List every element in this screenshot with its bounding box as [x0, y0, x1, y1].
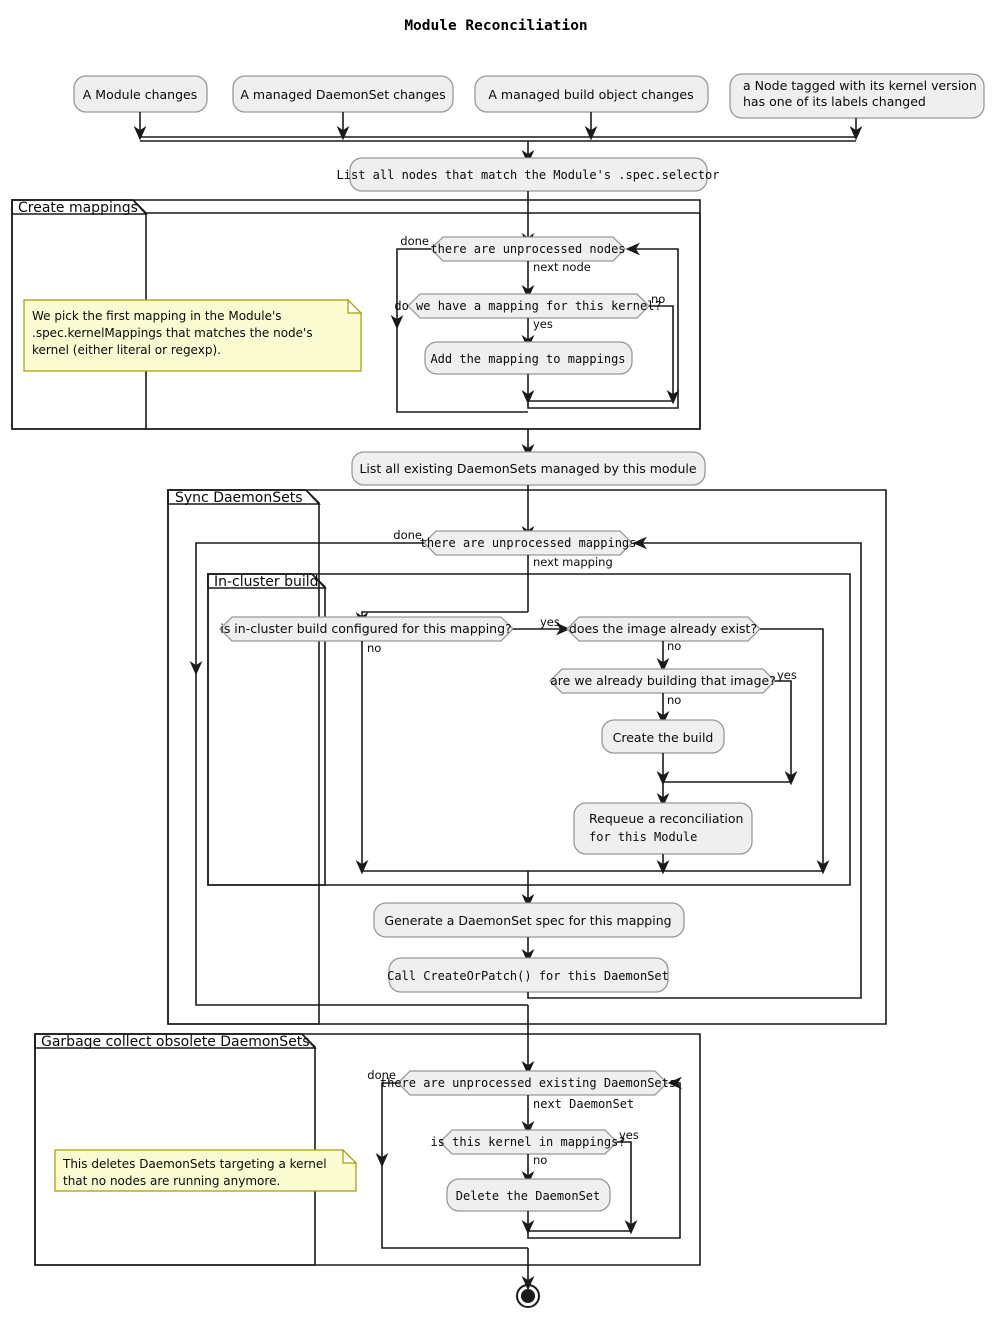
decision-build-configured-label: is in-cluster build configured for this … [220, 621, 511, 636]
edge-label-yes-mapping: yes [533, 317, 553, 331]
edge-done-nodes-1 [390, 248, 431, 330]
activity-end-node [516, 1284, 540, 1308]
decision-image-exists[interactable] [566, 616, 761, 642]
note-mapping-rule [23, 298, 363, 372]
decision-already-building-label: are we already building that image? [550, 673, 776, 688]
edge-done-mappings-2 [195, 668, 528, 1006]
group-sync-outer [167, 489, 887, 1025]
action-requeue-line2: for this Module [589, 830, 697, 844]
group-gc-tab [34, 1033, 317, 1049]
edge-yes-already-building [775, 680, 798, 786]
edge-loop-back-nodes [527, 242, 679, 409]
decision-image-exists-label: does the image already exist? [569, 621, 757, 636]
edge-label-no-building: no [667, 693, 681, 707]
start-daemonset-label: A managed DaemonSet changes [240, 87, 445, 102]
group-gc-title: Garbage collect obsolete DaemonSets [41, 1034, 310, 1050]
group-create-mappings-tab [11, 199, 148, 215]
start-node-label-change[interactable] [729, 73, 985, 119]
edge-label-no-build: no [367, 641, 381, 655]
group-sync-frame [167, 489, 320, 1025]
edge-label-next-daemonset: next DaemonSet [533, 1097, 634, 1111]
decision-build-configured[interactable] [219, 616, 514, 642]
edge-done-existing-2 [381, 1160, 528, 1249]
action-generate-spec[interactable] [373, 902, 685, 938]
action-add-mapping-label: Add the mapping to mappings [430, 352, 625, 366]
edge-label-next-node: next node [533, 260, 591, 274]
edge-yes-kernel [617, 1141, 638, 1235]
group-create-mappings-outer [11, 199, 701, 430]
edge-label-no-mapping: no [651, 292, 665, 306]
decision-kernel-in-mappings-label: is this kernel in mappings? [430, 1135, 625, 1149]
note-gc-explanation [54, 1148, 358, 1192]
page-title: Module Reconciliation [404, 18, 588, 34]
edge-label-yes-build: yes [540, 615, 560, 629]
action-requeue-line1: Requeue a reconciliation [589, 811, 743, 826]
note-mapping-line2: .spec.kernelMappings that matches the no… [32, 326, 313, 340]
action-list-nodes-label: List all nodes that match the Module's .… [337, 168, 720, 182]
decision-unprocessed-mappings-label: there are unprocessed mappings [420, 536, 637, 550]
edge-label-next-mapping: next mapping [533, 555, 613, 569]
start-module-label: A Module changes [83, 87, 197, 102]
decision-have-mapping[interactable] [407, 293, 650, 319]
start-labelchange-line2: has one of its labels changed [743, 94, 926, 109]
edge-label-no-kernel: no [533, 1153, 547, 1167]
edge-loop-back-mappings [527, 536, 862, 999]
decision-unprocessed-existing-label: there are unprocessed existing DaemonSet… [380, 1076, 676, 1090]
start-labelchange-line1: a Node tagged with its kernel version [743, 78, 977, 93]
edge-no-mapping [649, 305, 680, 405]
edge-loop-back-existing [527, 1076, 683, 1239]
note-mapping-line1: We pick the first mapping in the Module'… [32, 309, 282, 323]
note-gc-line2: that no nodes are running anymore. [63, 1174, 280, 1188]
edge-label-yes-building: yes [777, 668, 797, 682]
edge-label-done-existing: done [367, 1068, 396, 1082]
group-gc-outer [34, 1033, 701, 1266]
group-sync-title: Sync DaemonSets [175, 490, 303, 506]
decision-kernel-in-mappings[interactable] [439, 1129, 618, 1155]
edge-label-no-image: no [667, 639, 681, 653]
edge-done-mappings-1 [189, 542, 424, 676]
start-build-label: A managed build object changes [488, 87, 693, 102]
action-delete-daemonset-label: Delete the DaemonSet [456, 1189, 601, 1203]
edge-done-existing-1 [375, 1082, 398, 1168]
action-generate-spec-label: Generate a DaemonSet spec for this mappi… [384, 913, 671, 928]
group-build-title: In-cluster build [214, 574, 319, 590]
note-mapping-line3: kernel (either literal or regexp). [32, 343, 221, 357]
edge-done-nodes-2 [396, 322, 528, 413]
group-sync-tab [167, 489, 321, 505]
decision-unprocessed-nodes-label: there are unprocessed nodes [430, 242, 625, 256]
edge-label-done-nodes: done [400, 234, 429, 248]
group-create-mappings-title: Create mappings [18, 200, 138, 216]
edge-yes-image-exists [760, 628, 830, 875]
edge-label-done-mappings: done [393, 528, 422, 542]
action-create-or-patch-label: Call CreateOrPatch() for this DaemonSet [387, 969, 669, 983]
group-build-tab [207, 573, 327, 589]
decision-have-mapping-label: do we have a mapping for this kernel? [394, 299, 661, 313]
note-gc-line1: This deletes DaemonSets targeting a kern… [62, 1157, 327, 1171]
group-build-outer [207, 573, 851, 886]
action-list-daemonsets-label: List all existing DaemonSets managed by … [359, 461, 696, 476]
edge-label-yes-kernel: yes [619, 1128, 639, 1142]
action-create-build-label: Create the build [613, 730, 714, 745]
decision-already-building[interactable] [549, 668, 776, 694]
